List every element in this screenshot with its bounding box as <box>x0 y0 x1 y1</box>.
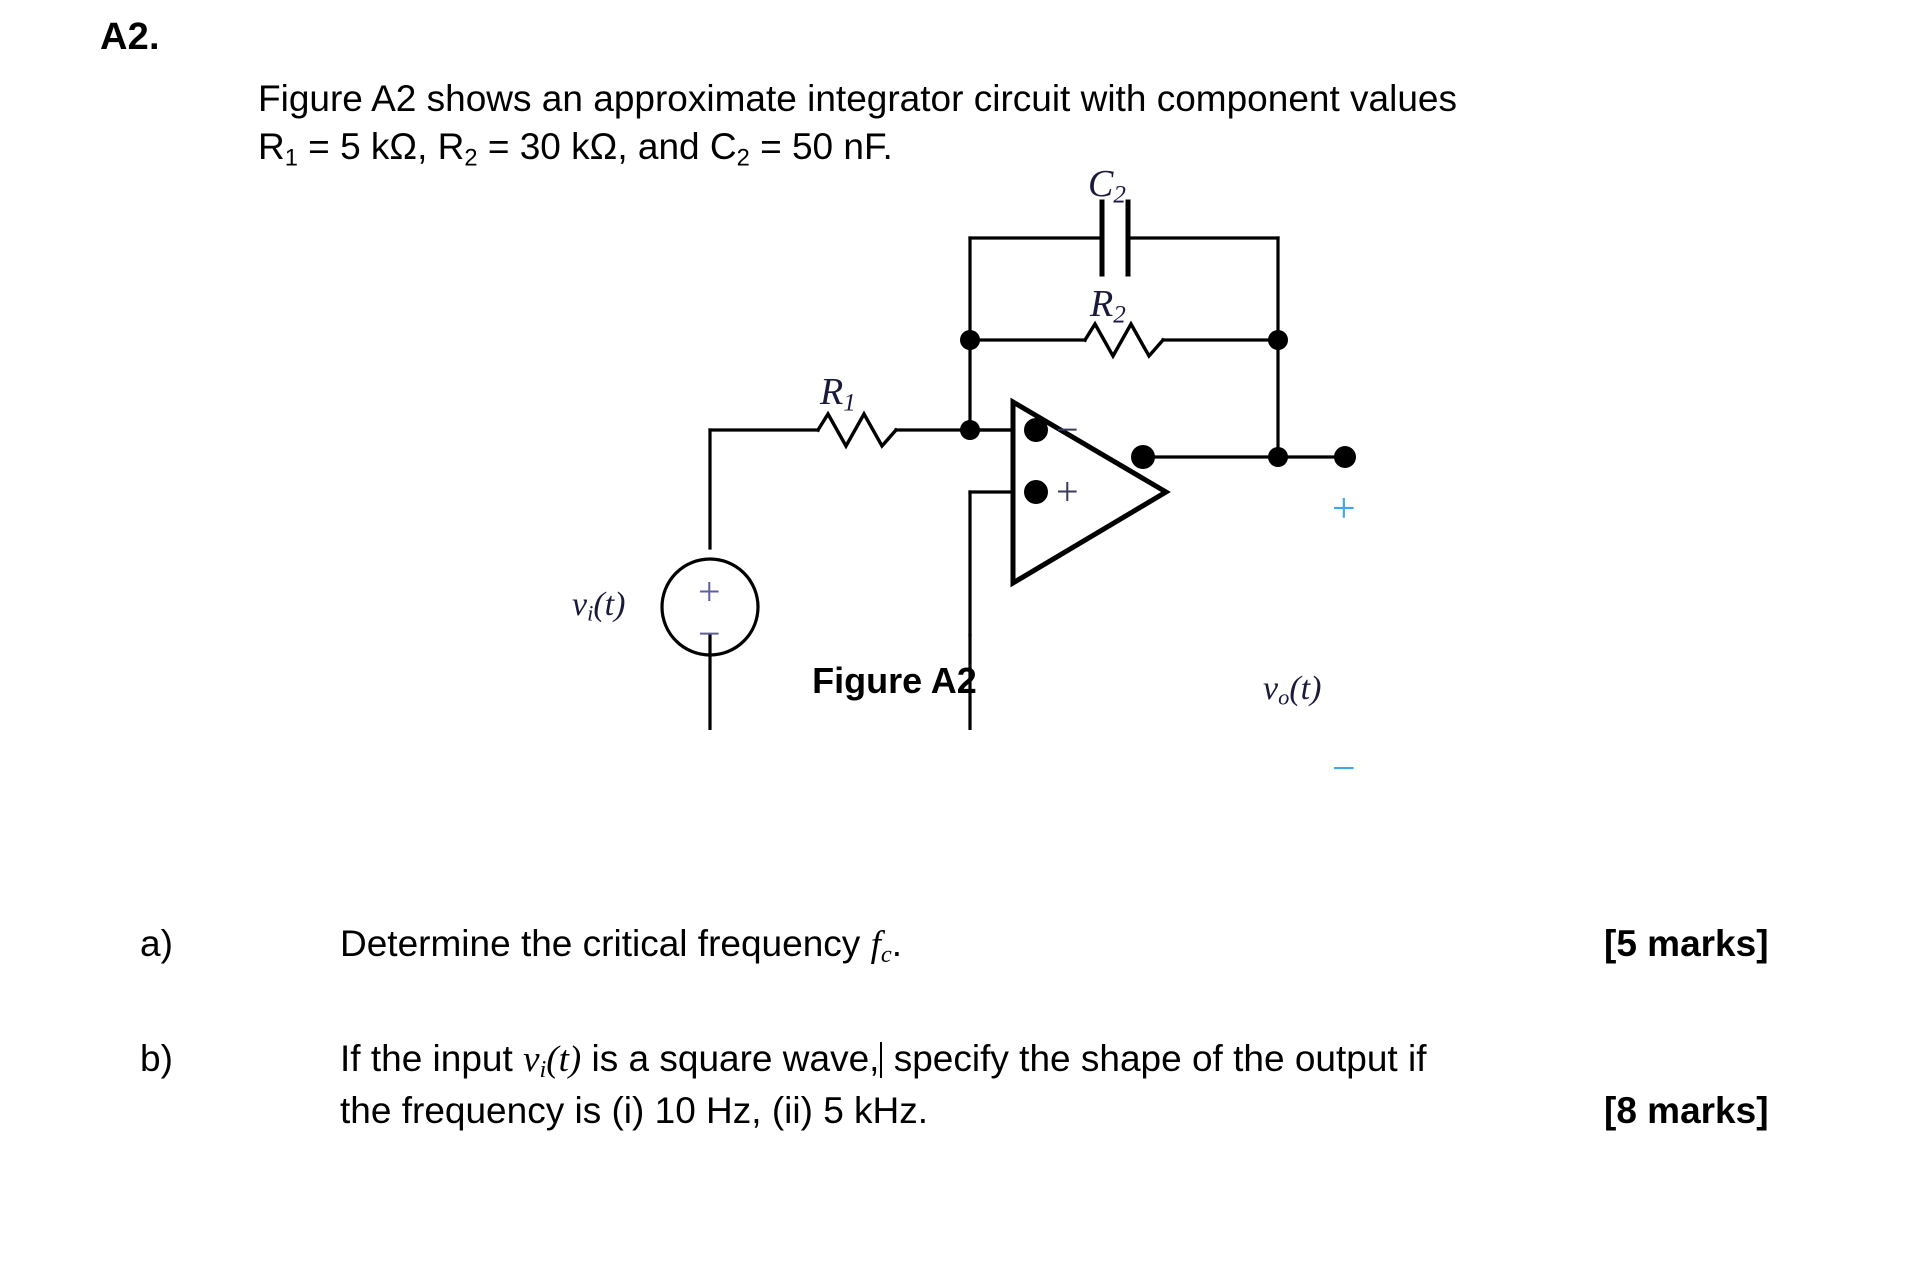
text-caret <box>880 1042 883 1078</box>
part-b-line1-post: is a square wave, <box>581 1038 880 1079</box>
source-plus-sign: + <box>698 569 721 614</box>
node-dot-output <box>1268 447 1288 467</box>
output-minus-sign: − <box>1332 746 1356 792</box>
part-b-math-vi: vi(t) <box>523 1039 582 1084</box>
part-b-line1-tail: specify the shape of the output if <box>883 1038 1427 1079</box>
part-b-letter: b) <box>140 1038 173 1079</box>
intro-r1-value: = 5 kΩ, <box>297 126 438 167</box>
intro-line-2: R1 = 5 kΩ, R2 = 30 kΩ, and C2 = 50 nF. <box>258 123 1818 183</box>
intro-c2-name: C <box>709 126 737 167</box>
part-a-math-fc: fc <box>870 924 892 969</box>
intro-r2-value: = 30 kΩ, and <box>477 126 710 167</box>
part-a-letter: a) <box>140 923 173 964</box>
intro-r1-name: R <box>258 126 285 167</box>
part-b-line1-pre: If the input <box>340 1038 524 1079</box>
resistor-r1-zigzag <box>815 410 899 450</box>
label-r2: R2 <box>1090 283 1126 329</box>
intro-line-1: Figure A2 shows an approximate integrato… <box>258 78 1457 119</box>
part-b-line-1: If the input vi(t) is a square wave, spe… <box>340 1035 1426 1094</box>
label-vi: vi(t) <box>572 586 626 626</box>
circuit-schematic-svg <box>660 199 1359 832</box>
intro-r1-sub: 1 <box>284 145 298 172</box>
part-a-text: Determine the critical frequency fc. <box>340 920 902 979</box>
part-b-line-2: the frequency is (i) 10 Hz, (ii) 5 kHz. <box>340 1090 929 1131</box>
opamp-noninverting-terminal-dot <box>1024 480 1048 504</box>
output-plus-sign: + <box>1332 486 1356 532</box>
figure-caption-text: Figure A2 <box>812 660 977 701</box>
part-a-text-post: . <box>891 923 902 964</box>
output-terminal-dot <box>1334 446 1356 468</box>
circuit-figure: C2 R2 R1 vi(t) vo(t) + − − + + − <box>0 163 1909 832</box>
part-a-text-pre: Determine the critical frequency <box>340 923 871 964</box>
part-b-marks: [8 marks] <box>1604 1090 1769 1131</box>
label-c2: C2 <box>1088 163 1126 209</box>
resistor-r2-zigzag <box>1082 320 1166 360</box>
figure-caption: Figure A2 <box>0 660 1909 702</box>
intro-r2-sub: 2 <box>464 145 478 172</box>
question-number: A2. <box>100 16 160 58</box>
question-intro: Figure A2 shows an approximate integrato… <box>258 75 1818 183</box>
intro-c2-sub: 2 <box>736 145 750 172</box>
opamp-minus-sign: − <box>1056 407 1079 452</box>
label-vo: vo(t) <box>1263 670 1322 710</box>
opamp-inverting-terminal-dot <box>1024 418 1048 442</box>
intro-r2-name: R <box>437 126 465 167</box>
intro-c2-value: = 50 nF. <box>749 126 893 167</box>
source-minus-sign: − <box>698 611 721 656</box>
part-a-marks: [5 marks] <box>1604 923 1769 964</box>
label-r1: R1 <box>820 371 856 417</box>
opamp-plus-sign: + <box>1056 469 1079 514</box>
